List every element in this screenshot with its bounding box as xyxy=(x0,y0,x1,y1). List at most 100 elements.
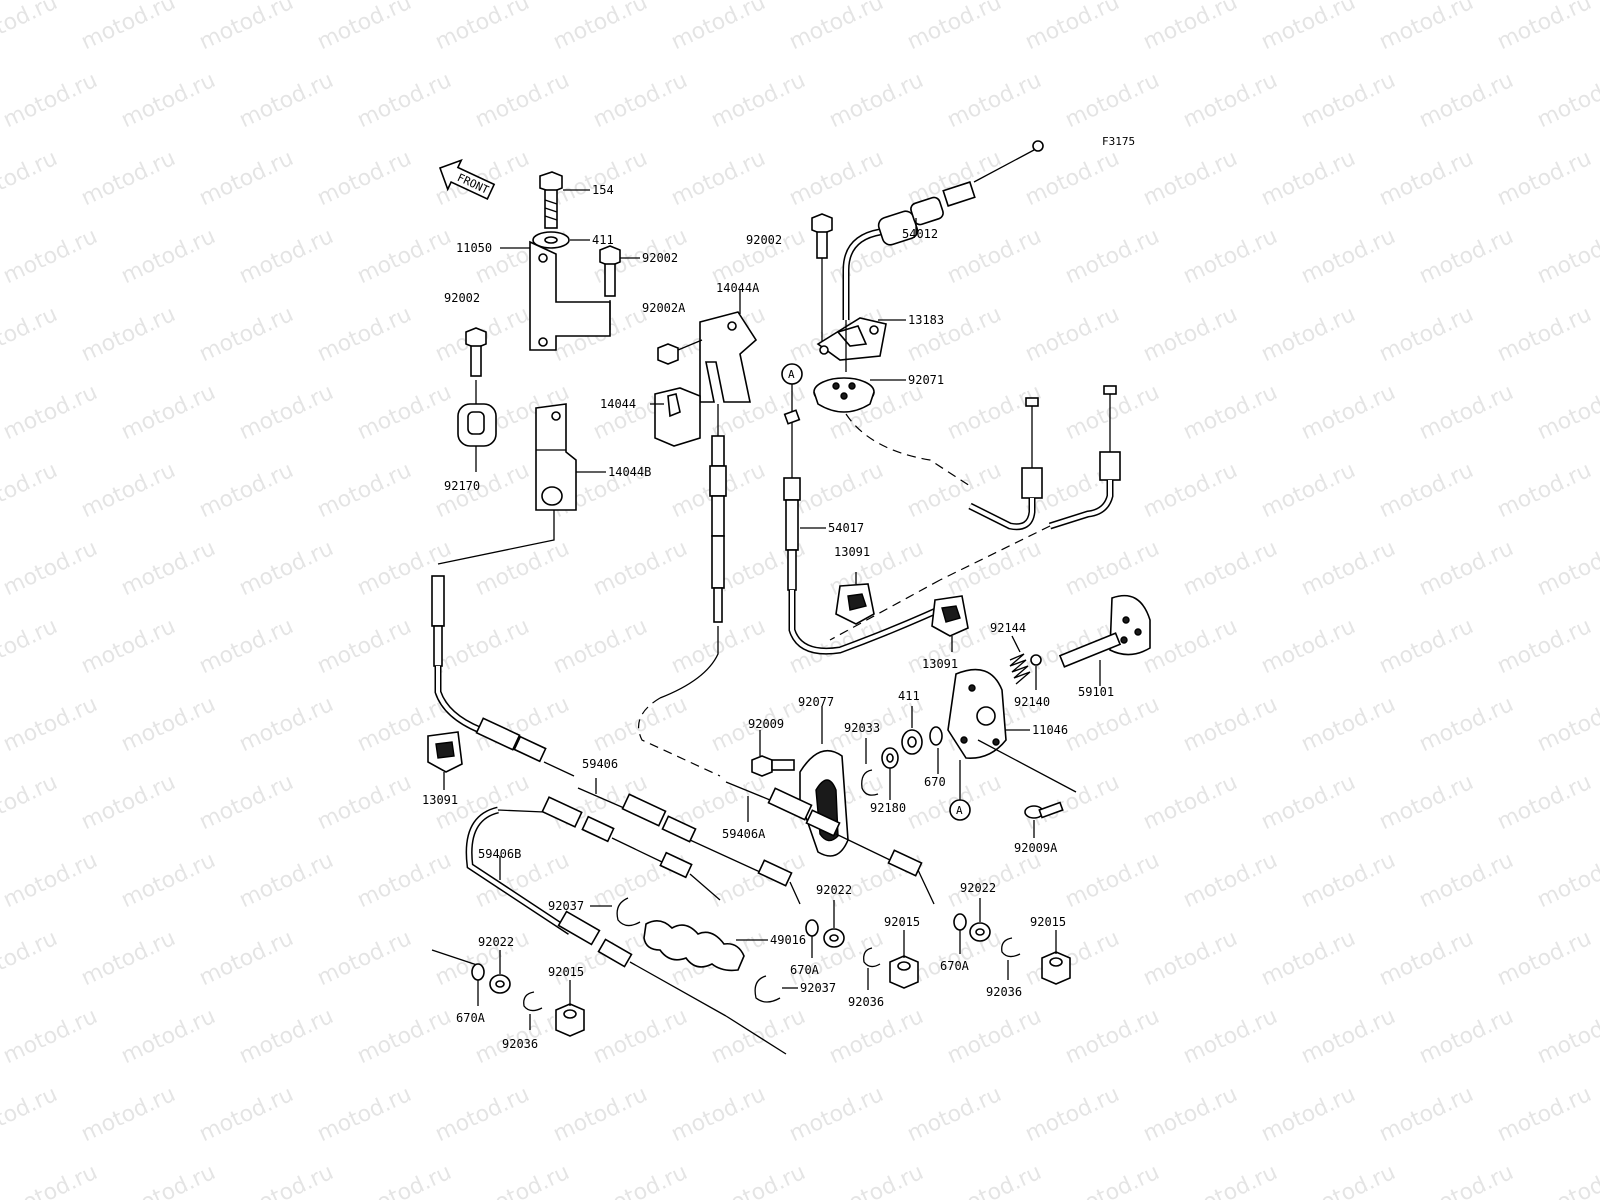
oring-670A-right xyxy=(953,913,967,931)
label-670A-center: 670A xyxy=(790,963,820,977)
label-92037-upper: 92037 xyxy=(548,899,584,913)
label-92015-right: 92015 xyxy=(1030,915,1066,929)
label-92002-upper: 92002 xyxy=(642,251,678,265)
label-92015-center: 92015 xyxy=(884,915,920,929)
washer-92022-center xyxy=(823,928,845,948)
label-92002-right: 92002 xyxy=(746,233,782,247)
cable-59406A xyxy=(725,781,935,905)
label-154: 154 xyxy=(592,183,614,197)
label-92036-right: 92036 xyxy=(986,985,1022,999)
label-13091-right: 13091 xyxy=(922,657,958,671)
bolt-154 xyxy=(539,171,563,229)
clip-92037-upper xyxy=(616,897,641,927)
label-92009: 92009 xyxy=(748,717,784,731)
label-59406: 59406 xyxy=(582,757,618,771)
label-14044B: 14044B xyxy=(608,465,651,479)
reference-mark-a-bottom-label: A xyxy=(956,804,963,817)
nut-92015-right xyxy=(1041,951,1071,985)
label-14044A: 14044A xyxy=(716,281,760,295)
label-11046: 11046 xyxy=(1032,723,1068,737)
label-13091-upper: 13091 xyxy=(834,545,870,559)
clamp-14044A xyxy=(699,311,758,403)
nut-92015-center xyxy=(889,955,919,989)
circlip-92033 xyxy=(861,769,879,796)
label-411-lower: 411 xyxy=(898,689,920,703)
boot-49016 xyxy=(643,920,745,972)
lockwasher-92036-right xyxy=(1001,937,1021,958)
figure-code: F3175 xyxy=(1102,135,1135,148)
cable-59406 xyxy=(577,787,801,905)
shaft-59101 xyxy=(1058,594,1151,668)
label-92002-left: 92002 xyxy=(444,291,480,305)
label-92140: 92140 xyxy=(1014,695,1050,709)
oring-670A-left xyxy=(471,963,485,981)
label-59101: 59101 xyxy=(1078,685,1114,699)
grommet-92170 xyxy=(457,403,497,447)
label-11050: 11050 xyxy=(456,241,492,255)
spring-92144 xyxy=(1009,653,1031,685)
label-411: 411 xyxy=(592,233,614,247)
label-54012: 54012 xyxy=(902,227,938,241)
grommet-13091-upper xyxy=(835,583,875,625)
bolt-92002A xyxy=(657,339,703,365)
housing-11046 xyxy=(947,668,1007,759)
label-92015-left: 92015 xyxy=(548,965,584,979)
label-59406B: 59406B xyxy=(478,847,521,861)
bracket-14044B xyxy=(535,403,577,511)
label-54017: 54017 xyxy=(828,521,864,535)
label-14044: 14044 xyxy=(600,397,636,411)
washer-92022-right xyxy=(969,922,991,942)
reference-mark-a-top: A xyxy=(781,363,803,412)
ball-92140 xyxy=(1030,654,1042,666)
front-direction-arrow: FRONT xyxy=(438,158,496,200)
washer-411-lower xyxy=(901,729,923,755)
label-59406A: 59406A xyxy=(722,827,766,841)
label-92009A: 92009A xyxy=(1014,841,1058,855)
lockwasher-92036-center xyxy=(863,947,881,968)
nut-92015-left xyxy=(555,1003,585,1037)
label-92033: 92033 xyxy=(844,721,880,735)
bolt-92009 xyxy=(751,755,795,777)
label-92037-lower: 92037 xyxy=(800,981,836,995)
label-92144: 92144 xyxy=(990,621,1026,635)
label-13091-lower: 13091 xyxy=(422,793,458,807)
label-13183: 13183 xyxy=(908,313,944,327)
reference-mark-a-top-label: A xyxy=(788,368,795,381)
oring-670 xyxy=(929,726,943,746)
bolt-92002-left xyxy=(465,327,487,377)
label-49016: 49016 xyxy=(770,933,806,947)
washer-92022-left xyxy=(489,974,511,994)
oring-670A-center xyxy=(805,919,819,937)
label-92022-left: 92022 xyxy=(478,935,514,949)
label-670A-right: 670A xyxy=(940,959,970,973)
label-92022-center: 92022 xyxy=(816,883,852,897)
label-670A-left: 670A xyxy=(456,1011,486,1025)
label-92170: 92170 xyxy=(444,479,480,493)
part-labels: 154 411 11050 92002 92002 92002A 14044A … xyxy=(422,183,1114,1051)
grommet-13091-right xyxy=(931,595,969,637)
bracket-11050 xyxy=(529,240,611,351)
cable-right-b xyxy=(1048,385,1121,530)
label-92077: 92077 xyxy=(798,695,834,709)
cable-59406B xyxy=(465,796,787,1055)
label-92180: 92180 xyxy=(870,801,906,815)
cable-right-a xyxy=(968,397,1043,531)
washer-92180 xyxy=(881,747,899,769)
cable-54012 xyxy=(842,140,1044,320)
cable-54017 xyxy=(783,409,962,655)
grommet-92071 xyxy=(813,377,875,413)
label-92002A: 92002A xyxy=(642,301,686,315)
reference-mark-a-bottom: A xyxy=(949,760,971,821)
label-92036-center: 92036 xyxy=(848,995,884,1009)
grommet-13091-lower xyxy=(427,731,463,773)
label-92036-left: 92036 xyxy=(502,1037,538,1051)
cable-holder-14044 xyxy=(654,387,701,447)
bolt-92002-upper xyxy=(599,245,621,297)
label-670: 670 xyxy=(924,775,946,789)
label-92071: 92071 xyxy=(908,373,944,387)
bolt-92002-right xyxy=(811,213,833,259)
lockwasher-92036-left xyxy=(523,991,543,1012)
clip-92037-lower xyxy=(754,975,781,1003)
